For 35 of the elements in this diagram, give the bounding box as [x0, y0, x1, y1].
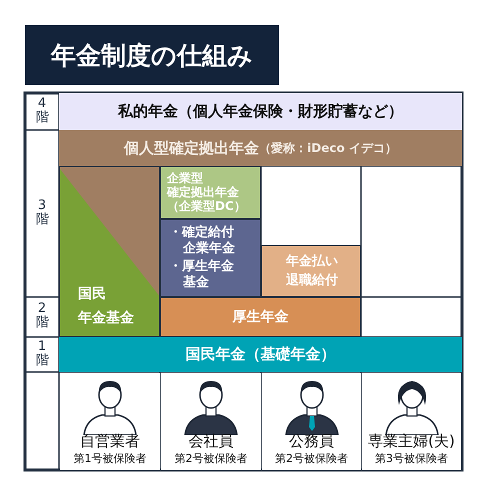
pension-block [59, 166, 160, 337]
block-label: 企業型確定拠出年金（企業型DC） [167, 171, 247, 213]
block-label: 国民年金基金 [78, 285, 135, 328]
list-item: ・確定給付企業年金 [169, 225, 236, 257]
pension-block [160, 166, 261, 219]
pension-block [261, 245, 361, 297]
person-cell [161, 373, 261, 470]
floor-label: 1階 [35, 340, 50, 368]
category-label: 第2号被保険者 [274, 452, 349, 465]
occupation-label: 自営業者 [79, 433, 141, 450]
occupation-label: 会社員 [188, 433, 234, 450]
block-label: 私的年金（個人年金保険・財形貯蓄など） [118, 102, 403, 121]
block-label: 厚生年金 [232, 308, 288, 326]
block-label: 国民年金（基礎年金） [186, 345, 336, 364]
pension-block [160, 297, 361, 337]
person-cell [262, 373, 361, 470]
block-label: （愛称：iDeco イデコ） [259, 140, 397, 156]
pension-block [59, 130, 462, 166]
person-cell [60, 373, 160, 470]
category-label: 第2号被保険者 [174, 452, 248, 465]
block-label: 年金払い退職給付 [284, 253, 339, 290]
floor-label: 3階 [35, 198, 50, 226]
category-label: 第1号被保険者 [72, 452, 148, 465]
block-label: 個人型確定拠出年金 [124, 138, 260, 158]
floor-label: 4階 [35, 96, 50, 124]
floor-label: 2階 [35, 302, 50, 330]
occupation-label: 専業主婦(夫) [367, 433, 456, 450]
occupation-label: 公務員 [288, 433, 335, 450]
list-item: ・厚生年金基金 [169, 259, 235, 291]
person-cell [362, 373, 461, 470]
pension-block [160, 219, 261, 297]
title-banner: 年金制度の仕組み [25, 25, 279, 85]
pension-block [59, 337, 462, 372]
pension-block [59, 93, 462, 130]
category-label: 第3号被保険者 [374, 452, 449, 465]
